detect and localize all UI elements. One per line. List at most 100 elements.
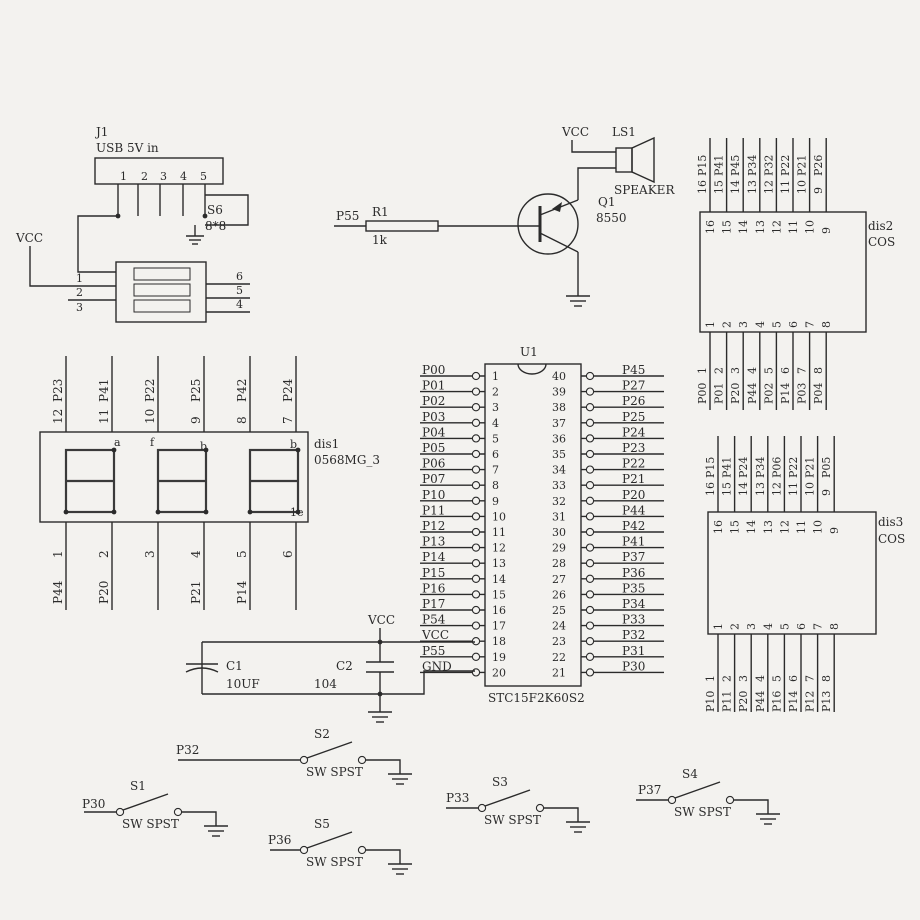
switch6-body <box>115 261 207 323</box>
matrix-inner-top-num: 15 <box>721 220 734 234</box>
cap2-ref: C2 <box>336 659 353 673</box>
mcu-body <box>484 363 582 687</box>
transistor-ref: Q1 <box>598 195 615 209</box>
seg-top-pin-net: P22 <box>143 379 157 402</box>
led-matrix-2-pins: 16P151615P411514P241413P341312P061211P22… <box>704 436 841 712</box>
matrix-top-pin-num: 13 <box>746 180 759 194</box>
button-value: SW SPST <box>674 805 731 819</box>
mcu-left-pin-marker <box>471 434 481 443</box>
mcu-right-pin-num: 26 <box>552 588 566 601</box>
seg-bottom-pin-num: 2 <box>97 550 111 558</box>
mcu-right-pin-net: P20 <box>622 488 645 502</box>
mcu-left-pin-net: P01 <box>422 379 445 393</box>
seg-bottom-pin-num: 6 <box>281 550 295 558</box>
matrix-inner-bottom-num: 1 <box>712 623 725 630</box>
button-ref: S3 <box>492 775 508 789</box>
seg-bottom-pin-label: 3 <box>143 550 157 558</box>
matrix-bottom-pin-num: 4 <box>746 367 759 374</box>
matrix-inner-bottom-num: 2 <box>729 623 742 630</box>
seg-bottom-pin-num: 1 <box>51 550 65 558</box>
matrix-bottom-pin-net: P13 <box>820 691 833 712</box>
mcu-left-pin-marker <box>471 496 481 505</box>
matrix-top-pin-num: 13 <box>754 482 767 496</box>
mcu-left-pin-net: P07 <box>422 472 445 486</box>
matrix-top-pin-net: P32 <box>762 155 775 176</box>
mcu-right-pin-num: 22 <box>552 651 566 664</box>
mcu-left-pin-num: 2 <box>492 386 499 399</box>
mcu-right-pin-net: P32 <box>622 628 645 642</box>
mcu-left-pin-net: P04 <box>422 425 446 439</box>
mcu-left-pin-num: 8 <box>492 479 499 492</box>
matrix-bottom-pin-net: P11 <box>721 691 734 712</box>
matrix-bottom-pin-net: P01 <box>713 383 726 404</box>
mcu-left-pin-num: 15 <box>492 588 506 601</box>
matrix-top-pin-net: P22 <box>779 155 792 176</box>
mcu-right-pin-net: P45 <box>622 363 645 377</box>
mcu-right-pin-num: 36 <box>552 432 566 445</box>
speaker-icon <box>615 147 633 173</box>
matrix-bottom-pin-num: 4 <box>754 675 767 682</box>
matrix-inner-top-num: 14 <box>737 220 750 234</box>
seg-display: dis1 0568MG_3 12P2311P4110P229P258P427P2… <box>39 356 380 610</box>
mcu-right-pin-marker <box>585 418 595 427</box>
matrix-bottom-pin-net: P14 <box>779 383 792 404</box>
usb-value: USB 5V in <box>96 141 159 155</box>
mcu-left-pin-num: 10 <box>492 510 506 523</box>
cap2-value: 104 <box>314 677 337 691</box>
mcu-right-pin-net: P27 <box>622 379 645 393</box>
seg-digit <box>63 447 117 515</box>
seg-top-pin-num: 7 <box>281 416 295 424</box>
matrix-inner-top-num: 11 <box>795 520 808 534</box>
mcu-right-pin-marker <box>585 637 595 646</box>
matrix-bottom-pin-num: 1 <box>704 675 717 682</box>
speaker-value: SPEAKER <box>614 183 675 197</box>
button-ref: S2 <box>314 727 330 741</box>
matrix-top-pin-num: 12 <box>770 482 783 496</box>
mcu-left-pin-marker <box>471 449 481 459</box>
matrix-top-pin-net: P05 <box>820 457 833 478</box>
matrix-bottom-pin-net: P02 <box>762 383 775 404</box>
mcu-right-pin-marker <box>585 527 595 537</box>
mcu-right-pin-net: P33 <box>622 613 645 627</box>
matrix-bottom-pin-net: P12 <box>804 691 817 712</box>
matrix-inner-bottom-num: 6 <box>787 321 800 328</box>
matrix-top-pin-net: P15 <box>704 457 717 478</box>
mcu-right-pin-net: P44 <box>622 503 646 517</box>
seg-bottom-pin-net: P44 <box>51 580 65 604</box>
switch6-pin-4: 4 <box>236 298 243 311</box>
matrix-inner-bottom-num: 1 <box>704 321 717 328</box>
mcu-right-pin-marker <box>585 371 595 381</box>
mcu-right-pin-num: 27 <box>552 573 566 586</box>
matrix-top-pin-num: 15 <box>721 482 734 496</box>
usb-pin-4: 4 <box>180 170 187 183</box>
mcu-right-pin-num: 39 <box>552 386 566 399</box>
mcu-right-pin-num: 34 <box>552 464 566 477</box>
mcu-right-pin-num: 31 <box>552 510 566 523</box>
led-matrix-1-ref: dis2 <box>868 219 893 233</box>
matrix-inner-bottom-num: 5 <box>778 623 791 630</box>
mcu-left-pin-marker <box>471 543 481 552</box>
seg-corner-a: a <box>114 436 121 449</box>
matrix-bottom-pin-num: 5 <box>770 675 783 682</box>
matrix-inner-top-num: 13 <box>754 220 767 234</box>
matrix-bottom-pin-num: 3 <box>729 367 742 374</box>
seg-corner-b2: b <box>290 438 297 451</box>
mcu-right-pin-net: P35 <box>622 581 645 595</box>
mcu-left-pin-num: 14 <box>492 573 506 586</box>
mcu-left-pin-num: 16 <box>492 604 506 617</box>
mcu-left-pin-marker <box>471 605 481 615</box>
mcu-right-pin-net: P30 <box>622 659 645 673</box>
matrix-inner-bottom-num: 2 <box>721 321 734 328</box>
mcu-right-pin-num: 37 <box>552 417 566 430</box>
mcu-left-pin-marker <box>471 512 481 521</box>
